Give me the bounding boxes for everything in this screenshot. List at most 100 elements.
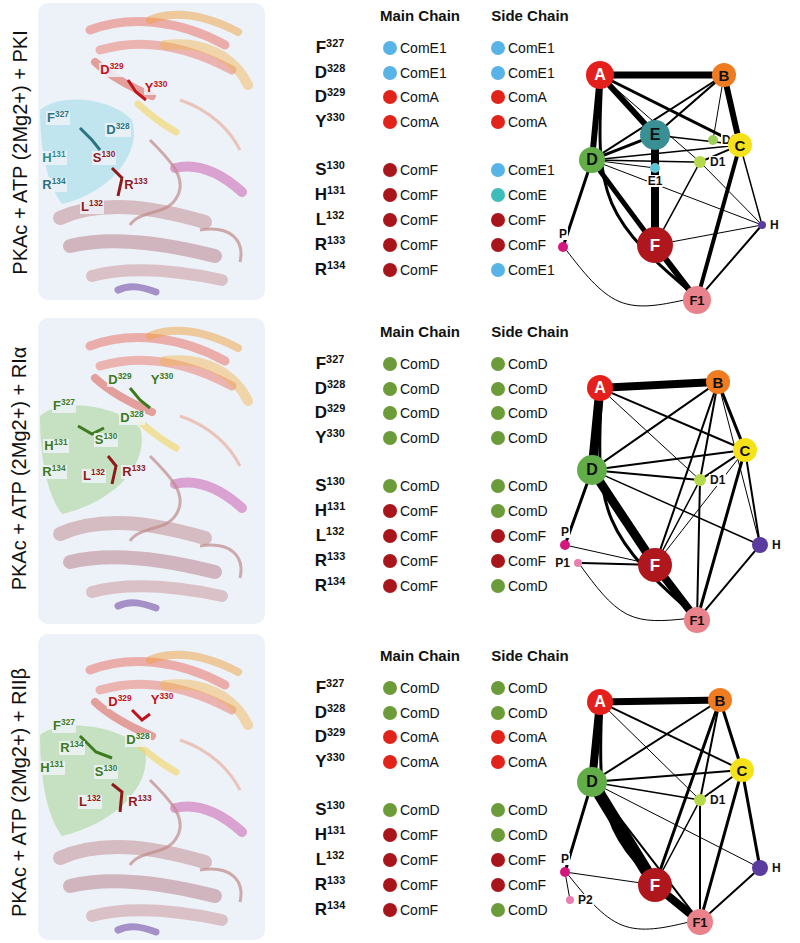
network-edge (607, 471, 694, 479)
network-edge (607, 771, 730, 781)
community-label: ComA (508, 114, 547, 130)
community-dot (491, 263, 505, 277)
community-label: ComD (508, 827, 548, 843)
community-dot (491, 504, 505, 518)
community-node: D1 (694, 156, 706, 168)
network-edge (714, 87, 722, 135)
community-node: D (579, 147, 605, 173)
column-header: Main Chain (380, 7, 460, 24)
residue-label: L132 (82, 469, 106, 484)
community-dot (491, 213, 505, 227)
residue-name: R133 (315, 235, 345, 255)
community-node: D1 (694, 794, 706, 806)
community-label: ComD (508, 902, 548, 918)
residue-name: L132 (316, 850, 345, 870)
network-edge (701, 462, 742, 608)
residue-stick (112, 168, 122, 196)
node-label: D1 (709, 474, 726, 486)
community-dot (491, 406, 505, 420)
column-header: Side Chain (491, 647, 569, 664)
community-node: P (560, 540, 570, 550)
community-node: F (638, 548, 672, 582)
community-dot (383, 828, 397, 842)
node-label: P1 (554, 557, 571, 569)
community-dot (491, 431, 505, 445)
network-edge (666, 259, 689, 289)
community-node: C (733, 438, 757, 462)
community-dot (383, 382, 397, 396)
community-label: ComD (400, 356, 440, 372)
community-dot (491, 41, 505, 55)
residue-name: D328 (315, 703, 345, 723)
community-dot (383, 41, 397, 55)
node-label: H (771, 539, 782, 551)
network-edge (606, 476, 753, 542)
network-edge (601, 715, 692, 913)
community-label: ComA (400, 89, 439, 105)
residue-name: D328 (315, 63, 345, 83)
panel-title: PKAc + ATP (2Mg2+) + RIIβ (9, 667, 32, 916)
residue-name: D329 (315, 87, 345, 107)
node-label: P2 (577, 894, 594, 906)
community-node: B (712, 63, 736, 87)
residue-label: R134 (41, 465, 66, 480)
community-label: ComF (508, 528, 546, 544)
node-label: P (558, 228, 568, 240)
community-dot (491, 115, 505, 129)
network-edge (664, 167, 698, 229)
community-dot (383, 803, 397, 817)
community-dot (383, 238, 397, 252)
residue-name: L132 (316, 210, 345, 230)
residue-name: R134 (315, 900, 345, 920)
network-edge (724, 711, 739, 758)
residue-stick (130, 388, 150, 408)
community-dot (491, 730, 505, 744)
community-label: ComD (508, 503, 548, 519)
community-dot (491, 238, 505, 252)
community-dot (383, 213, 397, 227)
community-dot (491, 90, 505, 104)
community-label: ComF (400, 528, 438, 544)
community-label: ComF (400, 852, 438, 868)
residue-name: R133 (315, 875, 345, 895)
community-node: C (730, 758, 754, 782)
community-label: ComF (400, 503, 438, 519)
community-dot (383, 681, 397, 695)
residue-label: Y330 (150, 373, 175, 388)
residue-name: H131 (315, 825, 345, 845)
community-label: ComF (508, 553, 546, 569)
community-dot (383, 115, 397, 129)
community-label: ComF (508, 212, 546, 228)
structure-panel (38, 634, 265, 940)
network-edge (703, 782, 738, 910)
community-dot (383, 579, 397, 593)
community-node: F1 (684, 607, 710, 633)
network-edge (593, 89, 598, 147)
community-dot (491, 706, 505, 720)
network-edge (566, 877, 569, 896)
residue-name: R133 (315, 551, 345, 571)
network-edge (604, 165, 758, 224)
community-node: P (560, 867, 570, 877)
residue-name: Y330 (315, 112, 345, 132)
network-edge (697, 486, 700, 607)
community-label: ComA (400, 114, 439, 130)
residue-stick (112, 784, 122, 812)
residue-name: S130 (315, 160, 345, 180)
network-edge (612, 393, 734, 445)
community-dot (491, 828, 505, 842)
node-label: D (586, 462, 598, 478)
community-node: D1 (694, 474, 706, 486)
node-label: H (769, 219, 780, 231)
community-label: ComD (400, 705, 440, 721)
community-label: ComF (400, 553, 438, 569)
community-label: ComA (508, 754, 547, 770)
community-node: D (577, 455, 607, 485)
network-edge (705, 551, 754, 610)
community-node: E (640, 120, 670, 150)
network-edge (613, 81, 730, 139)
community-node: C (728, 133, 752, 157)
network-edge (665, 459, 737, 551)
